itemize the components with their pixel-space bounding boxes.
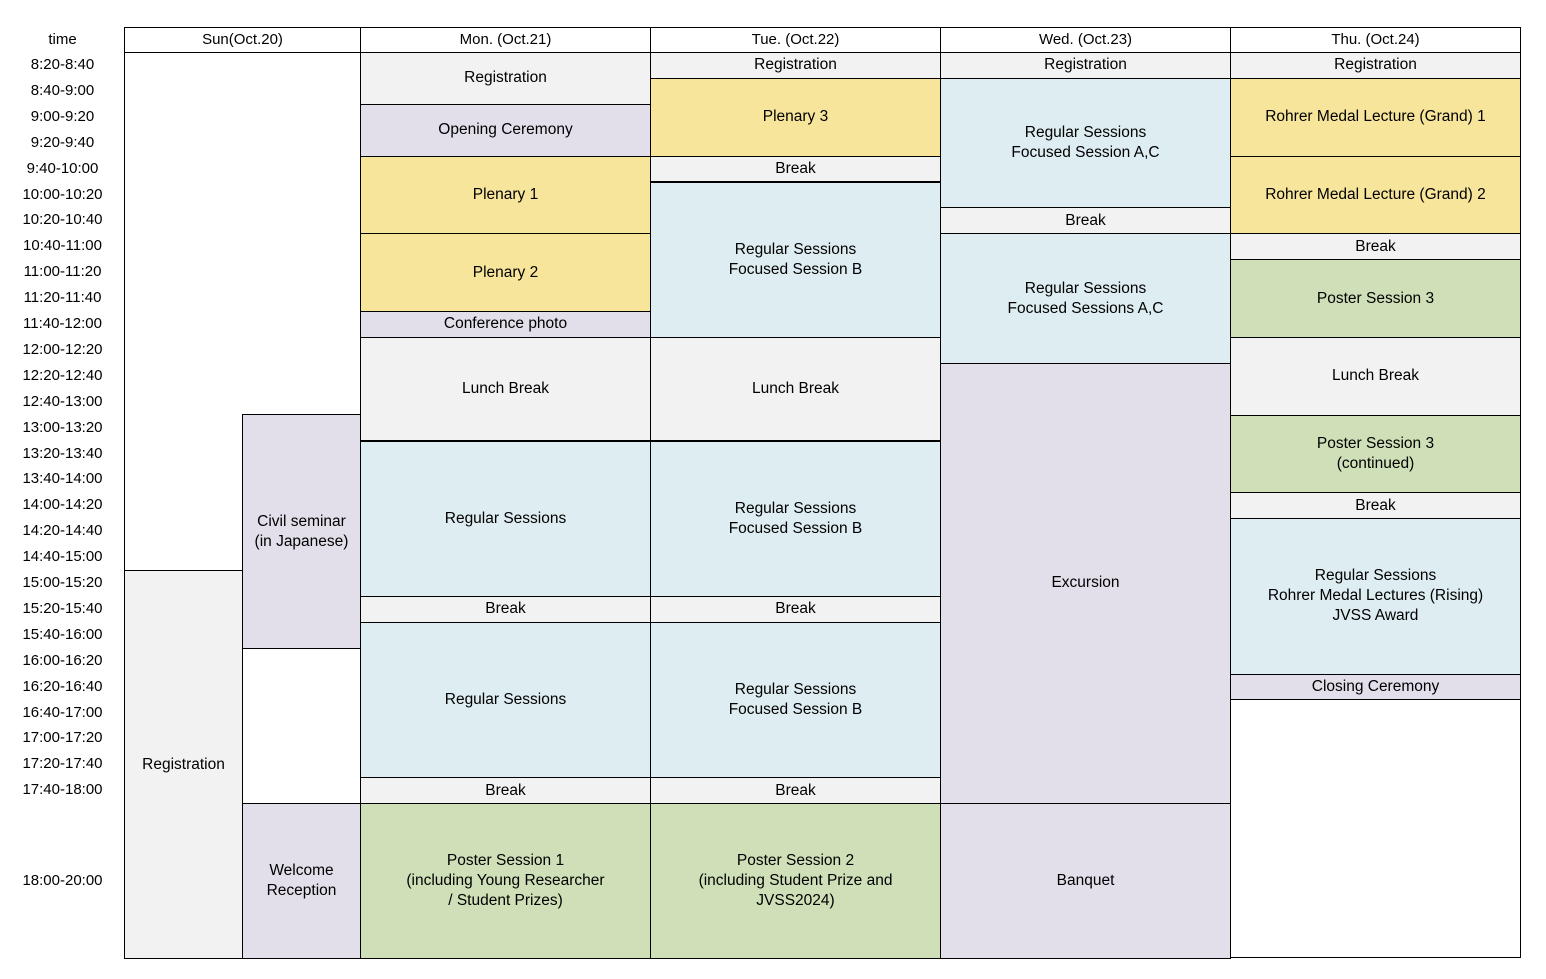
schedule-event-break: Lunch Break [360, 336, 651, 442]
day-header: Mon. (Oct.21) [360, 27, 651, 53]
time-slot-label: 9:40-10:00 [26, 159, 99, 177]
schedule-event-regular: Regular Sessions [360, 621, 651, 779]
schedule-event-regular: Regular Sessions Focused Session B [650, 621, 941, 779]
schedule-event-poster: Poster Session 1 (including Young Resear… [360, 803, 651, 959]
time-slot-label: 10:20-10:40 [22, 211, 103, 229]
day-header: Wed. (Oct.23) [940, 27, 1231, 53]
schedule-event-plenary: Plenary 1 [360, 155, 651, 235]
schedule-event-ceremony: Closing Ceremony [1230, 673, 1521, 701]
time-slot-label: 16:20-16:40 [22, 677, 103, 695]
schedule-event-plenary: Rohrer Medal Lecture (Grand) 1 [1230, 77, 1521, 157]
time-slot-label: 17:20-17:40 [22, 755, 103, 773]
schedule-event-break: Break [940, 207, 1231, 235]
time-slot-label: 15:00-15:20 [22, 574, 103, 591]
time-slot-label: 9:00-9:20 [30, 107, 95, 125]
time-slot-label: 9:20-9:40 [30, 133, 95, 151]
schedule-event-regular: Regular Sessions [360, 440, 651, 597]
time-slot-label: 16:00-16:20 [22, 651, 103, 669]
schedule-event-ceremony: Civil seminar (in Japanese) [242, 414, 361, 649]
schedule-event-regular: Regular Sessions Focused Session A,C [940, 77, 1231, 209]
schedule-event-registration: Registration [940, 52, 1231, 79]
time-slot-label: 15:40-16:00 [22, 625, 103, 643]
time-slot-label: 14:40-15:00 [22, 548, 103, 566]
schedule-event-break: Break [1230, 492, 1521, 520]
time-slot-label: 12:00-12:20 [22, 340, 103, 358]
schedule-event-ceremony: Excursion [940, 362, 1231, 805]
time-slot-label: 13:40-14:00 [22, 470, 103, 488]
time-slot-label: 11:00-11:20 [23, 263, 102, 281]
schedule-event-ceremony: Opening Ceremony [360, 103, 651, 157]
time-slot-label: 8:40-9:00 [30, 81, 95, 99]
schedule-event-break: Break [360, 595, 651, 623]
schedule-event-break: Break [650, 777, 941, 805]
schedule-event-plenary: Plenary 3 [650, 77, 941, 157]
schedule-event-break: Lunch Break [650, 336, 941, 442]
empty-slot [242, 648, 361, 804]
schedule-event-ceremony: Welcome Reception [242, 803, 361, 959]
time-slot-label: 18:00-20:00 [22, 871, 103, 889]
schedule-event-registration: Registration [124, 570, 243, 959]
time-slot-label: 14:20-14:40 [22, 522, 103, 540]
schedule-event-regular: Regular Sessions Focused Session B [650, 440, 941, 597]
time-slot-label: 11:40-12:00 [23, 315, 102, 332]
schedule-event-poster: Poster Session 2 (including Student Priz… [650, 803, 941, 959]
time-slot-label: 13:00-13:20 [22, 418, 103, 436]
time-slot-label: 14:00-14:20 [22, 496, 103, 514]
schedule-event-poster: Poster Session 3 (continued) [1230, 414, 1521, 494]
time-slot-label: 17:40-18:00 [22, 781, 103, 799]
schedule-event-break: Break [650, 155, 941, 183]
schedule-event-regular: Regular Sessions Rohrer Medal Lectures (… [1230, 518, 1521, 675]
schedule-event-registration: Registration [1230, 52, 1521, 79]
time-slot-label: 12:20-12:40 [22, 366, 103, 384]
time-slot-label: 10:40-11:00 [23, 237, 102, 255]
schedule-event-poster: Poster Session 3 [1230, 259, 1521, 338]
time-slot-label: 13:20-13:40 [22, 444, 103, 462]
day-header: Tue. (Oct.22) [650, 27, 941, 53]
time-slot-label: 16:40-17:00 [22, 703, 103, 721]
schedule-event-ceremony: Banquet [940, 803, 1231, 959]
time-slot-label: 10:00-10:20 [22, 185, 103, 203]
schedule-event-plenary: Rohrer Medal Lecture (Grand) 2 [1230, 155, 1521, 235]
time-slot-label: 17:00-17:20 [22, 729, 103, 747]
time-slot-label: 11:20-11:40 [23, 289, 102, 307]
schedule-event-break: Break [1230, 233, 1521, 261]
time-slot-label: 15:20-15:40 [22, 599, 103, 617]
schedule-event-plenary: Plenary 2 [360, 233, 651, 312]
schedule-event-break: Lunch Break [1230, 336, 1521, 416]
day-header: Thu. (Oct.24) [1230, 27, 1521, 53]
schedule-event-regular: Regular Sessions Focused Session B [650, 181, 941, 338]
schedule-event-ceremony: Conference photo [360, 311, 651, 338]
day-header: Sun(Oct.20) [124, 27, 361, 53]
schedule-event-registration: Registration [650, 52, 941, 79]
schedule-event-break: Break [650, 595, 941, 623]
time-slot-label: 8:20-8:40 [30, 56, 95, 73]
time-slot-label: 12:40-13:00 [22, 392, 103, 410]
time-column-header: time [48, 31, 77, 48]
schedule-event-regular: Regular Sessions Focused Sessions A,C [940, 233, 1231, 364]
schedule-event-registration: Registration [360, 52, 651, 105]
schedule-event-break: Break [360, 777, 651, 805]
